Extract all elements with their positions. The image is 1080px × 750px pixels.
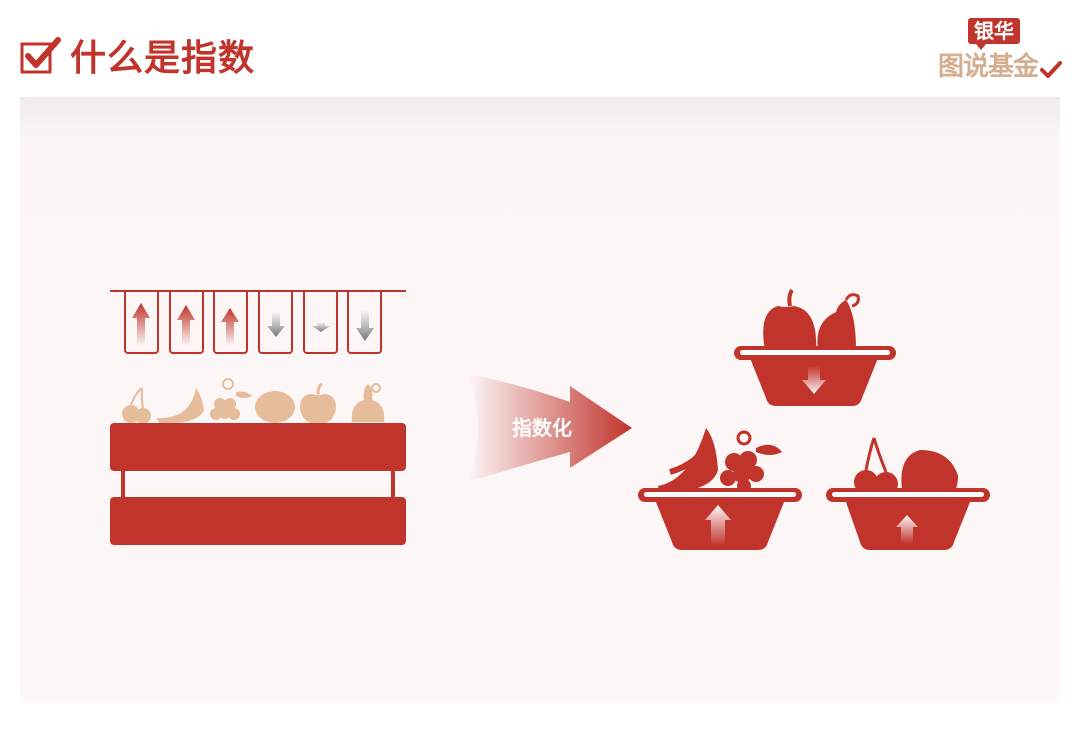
banana-icon [156, 388, 204, 424]
up-arrow-icon [177, 305, 195, 346]
indicator-rail [110, 290, 406, 354]
indexing-arrow [468, 374, 632, 482]
down-arrow-icon [312, 322, 330, 332]
logo-tag: 银华 [968, 18, 1020, 50]
up-arrow-icon [705, 505, 731, 546]
check-mark-icon [1040, 61, 1062, 78]
fruit-crate [110, 423, 406, 545]
logo-name: 图说基金 [938, 52, 1039, 82]
page-header: 什么是指数 [20, 30, 255, 80]
basket-banana-grape [638, 428, 802, 550]
apple-icon [300, 382, 336, 424]
basket-cherry-lemon [826, 437, 990, 550]
up-arrow-icon [896, 515, 918, 544]
down-arrow-icon [267, 312, 285, 337]
cherry-icon [122, 387, 151, 424]
pear-icon [351, 383, 385, 422]
up-arrow-icon [221, 308, 239, 346]
lemon-icon [255, 391, 295, 423]
basket-apple-pear [734, 288, 896, 406]
down-arrow-icon [356, 310, 374, 341]
indexing-label: 指数化 [512, 416, 572, 440]
down-arrow-icon [802, 366, 826, 394]
brand-logo: 银华 图说基金 [936, 18, 1062, 82]
fruit-row [122, 378, 385, 424]
grape-icon [210, 378, 252, 420]
checkbox-check-icon [20, 37, 61, 74]
page-title: 什么是指数 [70, 38, 256, 79]
up-arrow-icon [132, 303, 150, 346]
